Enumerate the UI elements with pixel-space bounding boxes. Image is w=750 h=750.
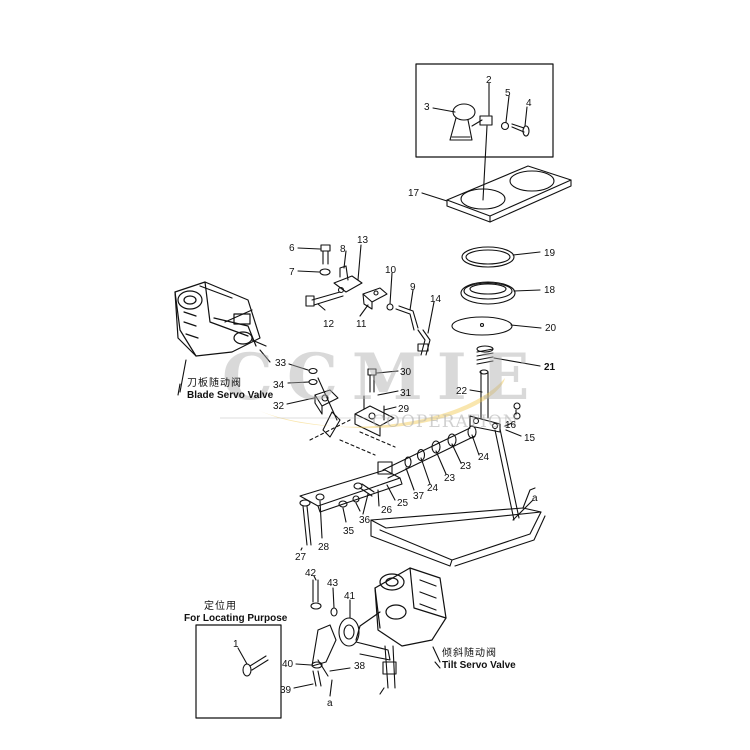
bolt-27 xyxy=(299,499,312,546)
part-label-24b: 24 xyxy=(427,483,439,494)
blade-servo-caption: 刀板随动阀 Blade Servo Valve xyxy=(187,378,273,401)
tilt-servo-caption: 倾斜随动阀 Tilt Servo Valve xyxy=(442,648,516,671)
part-label-38: 38 xyxy=(354,661,366,672)
disc-20 xyxy=(451,316,513,336)
part-label-a2: a xyxy=(327,698,333,709)
ring-19 xyxy=(461,246,515,268)
block-11 xyxy=(362,287,388,310)
part-label-11: 11 xyxy=(356,319,367,330)
locating-caption-en: For Locating Purpose xyxy=(184,612,288,624)
spring-21 xyxy=(476,345,494,365)
blade-servo-caption-en: Blade Servo Valve xyxy=(187,389,274,401)
locating-bolt-1 xyxy=(242,655,269,677)
blade-servo-caption-zh: 刀板随动阀 xyxy=(187,378,242,389)
part-label-12: 12 xyxy=(323,319,335,330)
arm-41 xyxy=(338,617,391,661)
locating-detail-box xyxy=(195,624,282,719)
locating-caption: 定位用 For Locating Purpose xyxy=(184,601,287,624)
shaft-22 xyxy=(469,369,501,433)
tilt-servo-valve xyxy=(355,567,447,647)
part-label-26: 26 xyxy=(381,505,393,516)
part-label-42: 42 xyxy=(305,568,317,579)
part-label-15: 15 xyxy=(524,433,536,444)
knob-assembly xyxy=(449,103,530,141)
tilt-servo-caption-en: Tilt Servo Valve xyxy=(442,659,516,671)
part-label-19: 19 xyxy=(544,248,556,259)
part-label-a1: a xyxy=(532,493,538,504)
part-label-24a: 24 xyxy=(478,452,490,463)
washer-stack xyxy=(382,425,477,479)
part-label-23b: 23 xyxy=(444,473,456,484)
part-label-7: 7 xyxy=(289,267,295,278)
part-label-10: 10 xyxy=(385,265,397,276)
part-label-6: 6 xyxy=(289,243,295,254)
clevis-32 xyxy=(314,389,339,415)
part-label-43: 43 xyxy=(327,578,339,589)
part-label-14: 14 xyxy=(430,294,442,305)
part-label-2: 2 xyxy=(486,75,492,86)
part-label-1: 1 xyxy=(233,639,239,650)
bolt-6 xyxy=(320,244,331,265)
link-14 xyxy=(417,329,431,356)
bearing-18 xyxy=(460,281,516,305)
part-label-36: 36 xyxy=(359,515,371,526)
watermark-swoosh xyxy=(258,378,505,429)
part-label-23a: 23 xyxy=(460,461,472,472)
plate-17 xyxy=(446,165,572,223)
part-label-30: 30 xyxy=(400,367,412,378)
blade-servo-valve xyxy=(174,281,267,357)
link-frame xyxy=(299,461,546,567)
part-label-16: 16 xyxy=(505,420,517,431)
part-label-20: 20 xyxy=(545,323,557,334)
part-label-27: 27 xyxy=(295,552,307,563)
bracket-29 xyxy=(354,395,395,437)
part-label-17: 17 xyxy=(408,188,420,199)
bracket-8 xyxy=(333,265,363,294)
bolt-42 xyxy=(310,579,322,610)
part-label-21: 21 xyxy=(544,362,556,373)
part-label-5: 5 xyxy=(505,88,511,99)
part-label-39: 39 xyxy=(280,685,292,696)
part-label-31: 31 xyxy=(400,388,412,399)
part-label-4: 4 xyxy=(526,98,532,109)
locating-caption-zh: 定位用 xyxy=(204,601,237,612)
bolt-30 xyxy=(367,368,377,393)
part-label-32: 32 xyxy=(273,401,285,412)
part-label-41: 41 xyxy=(344,591,356,602)
part-label-18: 18 xyxy=(544,285,556,296)
part-label-35: 35 xyxy=(343,526,355,537)
knob-detail-box xyxy=(415,63,554,158)
part-label-22: 22 xyxy=(456,386,468,397)
part-label-3: 3 xyxy=(424,102,430,113)
tilt-servo-caption-zh: 倾斜随动阀 xyxy=(442,648,497,659)
part-label-8: 8 xyxy=(340,244,346,255)
part-label-13: 13 xyxy=(357,235,369,246)
part-label-40: 40 xyxy=(282,659,294,670)
part-label-25: 25 xyxy=(397,498,409,509)
part-label-28: 28 xyxy=(318,542,330,553)
part-label-29: 29 xyxy=(398,404,410,415)
part-label-33: 33 xyxy=(275,358,287,369)
part-label-37: 37 xyxy=(413,491,425,502)
part-label-34: 34 xyxy=(273,380,285,391)
part-label-9: 9 xyxy=(410,282,416,293)
